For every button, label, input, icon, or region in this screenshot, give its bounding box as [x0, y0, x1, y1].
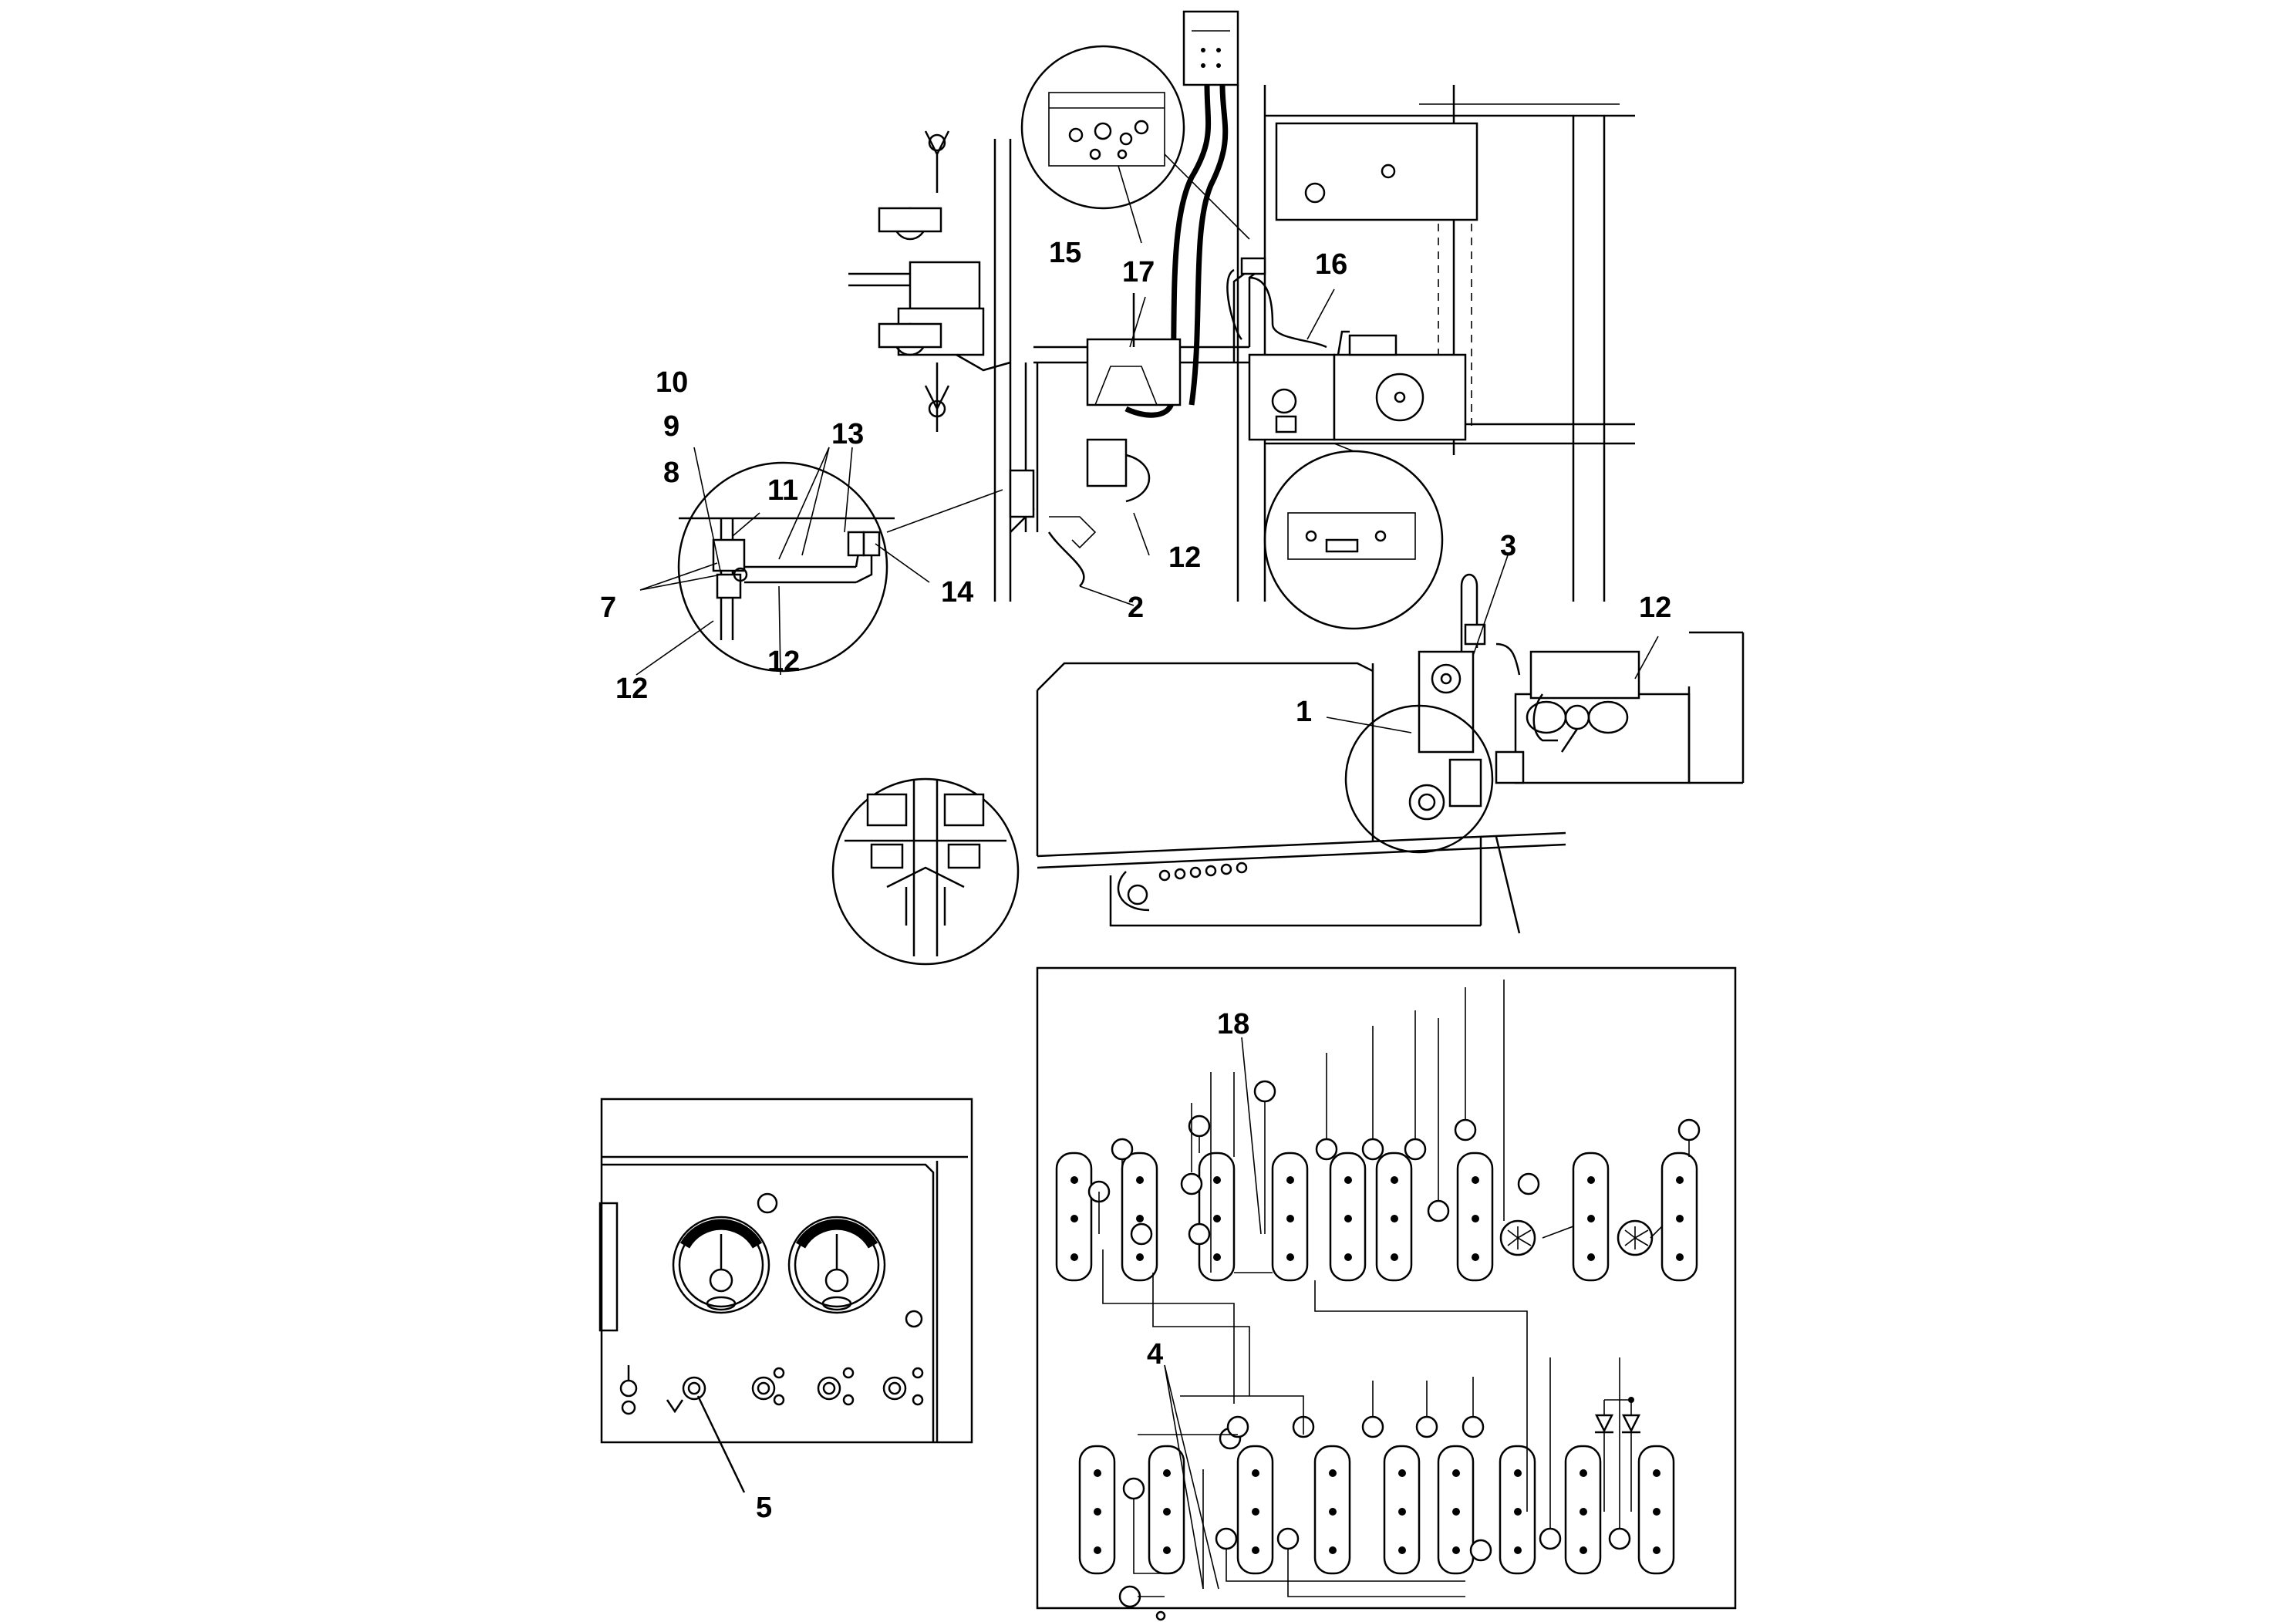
- detail-circle-hopper-joint: [831, 777, 1020, 966]
- callout-5: 5: [756, 1492, 772, 1524]
- junction-box: [1182, 10, 1239, 86]
- callout-13: 13: [831, 418, 864, 450]
- callout-7: 7: [600, 592, 616, 624]
- relay-contacts-lower: [1094, 1469, 1660, 1554]
- callout-12-d: 12: [1639, 592, 1671, 624]
- callout-8: 8: [663, 457, 679, 489]
- pressure-gauge-right: [787, 1216, 886, 1314]
- callout-14: 14: [941, 576, 973, 609]
- terminal-circles-lower: [1118, 1415, 1631, 1608]
- diode-symbols: [1594, 1397, 1641, 1512]
- callout-12-b: 12: [767, 646, 800, 678]
- relay-row-lower: [1078, 1445, 1675, 1575]
- callout-labels: 1 2 3 4 5 7 8 9 10 11 12 12 12 12 13 14 …: [600, 237, 1671, 1524]
- pressure-gauge-left: [672, 1216, 770, 1314]
- detail-circle-15: [1020, 45, 1250, 240]
- callout-18: 18: [1217, 1008, 1249, 1040]
- callout-16: 16: [1315, 248, 1347, 281]
- callout-4: 4: [1147, 1338, 1163, 1371]
- leader-lines: [636, 165, 1659, 733]
- pump-valve-assembly: [848, 130, 1266, 602]
- relay-contacts-upper: [1070, 1176, 1684, 1261]
- wiring-schematic: [1036, 966, 1737, 1621]
- callout-1: 1: [1296, 696, 1312, 728]
- callout-9: 9: [663, 410, 679, 443]
- callout-2: 2: [1128, 592, 1144, 624]
- callout-12-a: 12: [615, 673, 648, 705]
- wiring-lower: [1133, 1357, 1620, 1621]
- callout-12-c: 12: [1168, 541, 1201, 574]
- callout-3: 3: [1500, 530, 1516, 562]
- transistor-symbols: [1499, 1219, 1654, 1256]
- detail-circle-hydraulic-fittings: [677, 461, 1003, 673]
- callout-10: 10: [656, 366, 688, 399]
- detail-circle-control-board: [1263, 443, 1444, 630]
- callout-11: 11: [767, 474, 798, 507]
- panel-switches: [619, 1365, 924, 1415]
- valve-block-16: [1226, 257, 1467, 441]
- callout-15: 15: [1049, 237, 1081, 269]
- machine-frame: [1236, 85, 1635, 602]
- callout-17: 17: [1122, 256, 1155, 288]
- wiring-upper: [1098, 980, 1690, 1512]
- hydraulic-hose-17: [1124, 84, 1229, 418]
- hopper-conveyor: [1036, 573, 1745, 934]
- relay-row-upper: [1055, 1152, 1698, 1282]
- conveyor-chain: [1158, 862, 1248, 882]
- control-panel: [598, 1098, 973, 1493]
